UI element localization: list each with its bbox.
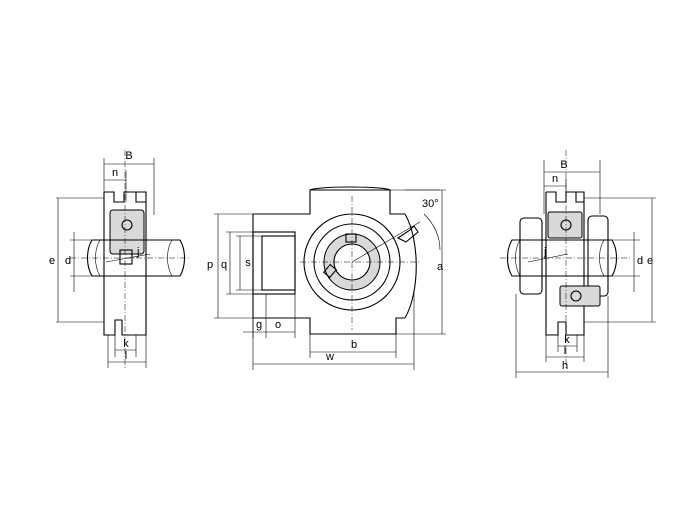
left-housing-outline: [103, 191, 147, 336]
left-label-B: B: [125, 150, 132, 162]
front-label-g: g: [256, 319, 262, 331]
right-label-d: d: [637, 255, 643, 267]
left-label-k: k: [123, 338, 129, 350]
front-grease-nipple: [396, 225, 419, 243]
right-label-l: l: [564, 345, 566, 357]
front-housing-top: [309, 186, 391, 191]
front-label-q: q: [221, 259, 227, 271]
front-label-s: s: [245, 257, 251, 269]
right-label-k: k: [564, 334, 570, 346]
right-label-B: B: [560, 159, 567, 171]
left-label-n: n: [112, 167, 118, 179]
right-collar-left: [519, 217, 543, 295]
front-set-screw: [345, 233, 357, 243]
front-slot: [252, 231, 296, 295]
left-label-e: e: [49, 255, 55, 267]
right-bearing-ring-bottom: [559, 285, 601, 307]
right-side-view: B n j d e k l h: [500, 150, 656, 378]
left-ball: [121, 219, 133, 231]
left-shaft: [86, 239, 186, 277]
right-dim-j-line: [527, 253, 569, 263]
right-label-e: e: [647, 255, 653, 267]
left-label-l: l: [125, 350, 127, 362]
right-bearing-ring-top: [547, 211, 583, 239]
front-set-screw-2: [322, 263, 338, 279]
left-label-j: j: [136, 246, 139, 258]
left-dim-j-line: [105, 253, 151, 263]
front-angle-arc: [423, 213, 441, 251]
right-label-j: j: [543, 246, 546, 258]
front-slot-inner: [261, 235, 296, 291]
right-label-h: h: [562, 360, 568, 372]
front-label-w: w: [325, 351, 334, 363]
front-angle-label: 30°: [422, 198, 439, 210]
front-label-o: o: [275, 319, 281, 331]
front-label-p: p: [207, 259, 213, 271]
left-label-d: d: [65, 255, 71, 267]
front-label-b: b: [351, 339, 357, 351]
left-bearing-ring: [109, 209, 145, 255]
right-collar-right: [587, 215, 609, 297]
front-view: 30° a p q s g o b: [207, 186, 446, 370]
front-angle-ray: [351, 221, 421, 263]
right-label-n: n: [552, 173, 558, 185]
right-ball-bottom: [570, 290, 582, 302]
front-label-a: a: [437, 261, 444, 273]
left-side-view: B n e d j k l: [49, 150, 190, 370]
